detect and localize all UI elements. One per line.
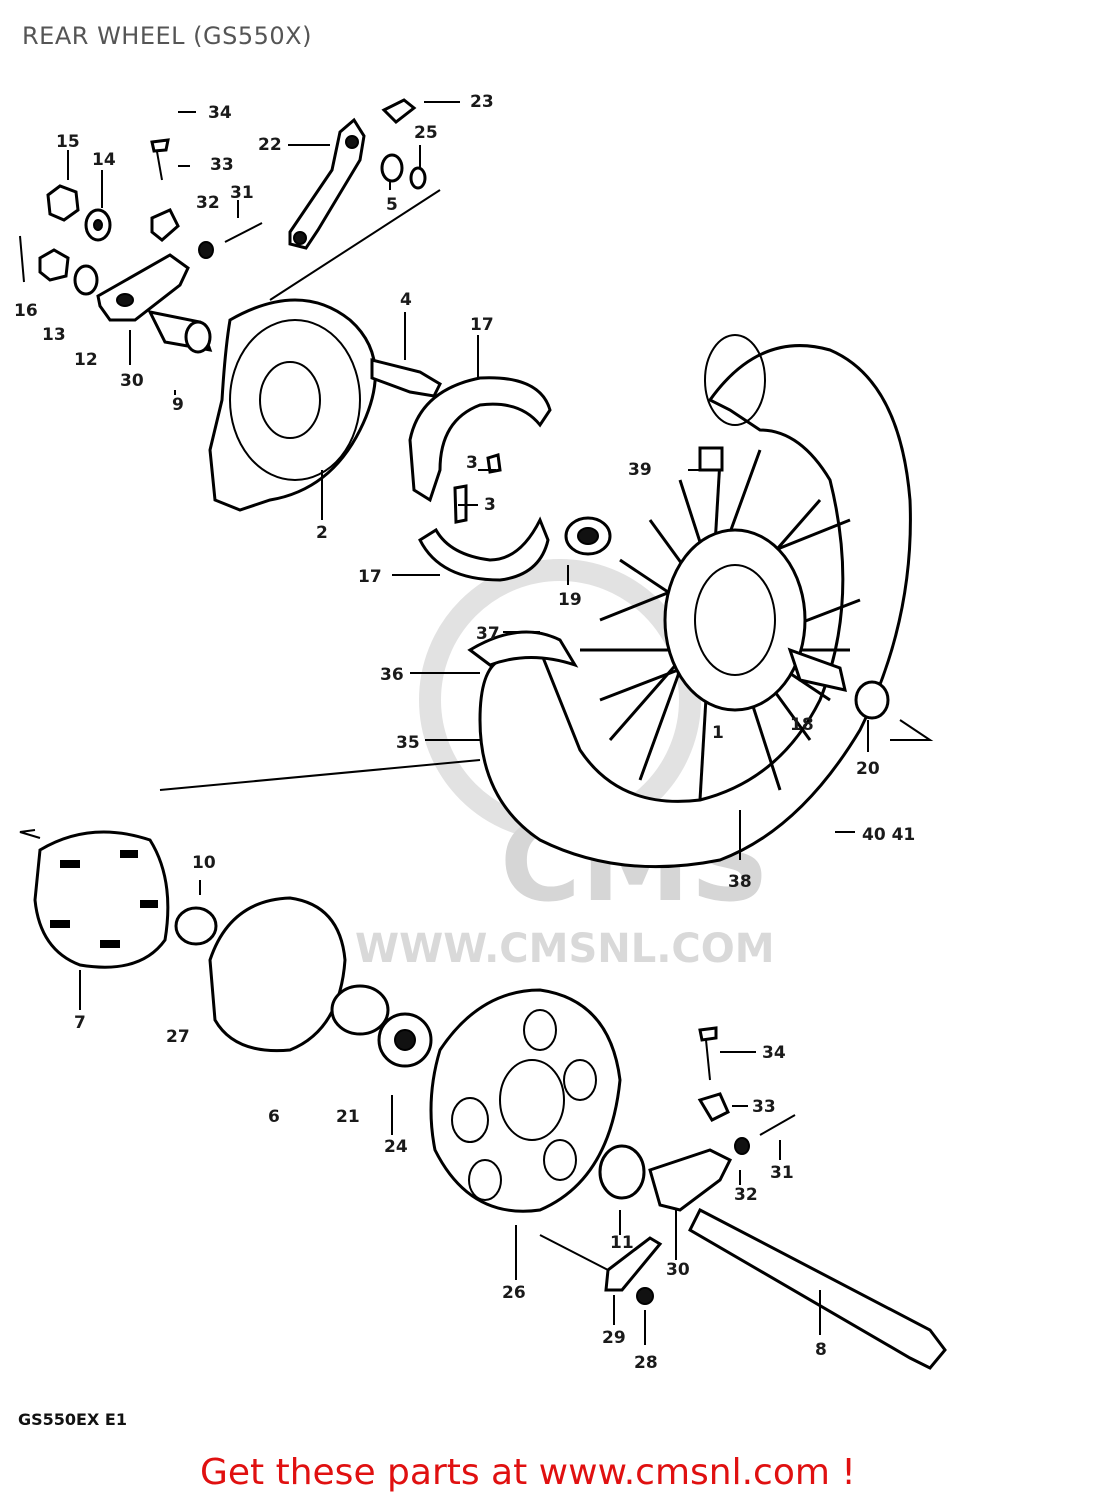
callout: 14 (92, 150, 116, 170)
callout: 37 (476, 624, 500, 644)
callout: 4 (400, 290, 412, 310)
callout: 2 (316, 523, 328, 543)
callout: 11 (610, 1233, 634, 1253)
callout: 21 (336, 1107, 360, 1127)
callout: 15 (56, 132, 80, 152)
callout: 34 (208, 103, 232, 123)
callout: 40 41 (862, 825, 915, 845)
callout: 35 (396, 733, 420, 753)
callout: 25 (414, 123, 438, 143)
callout: 1 (712, 723, 724, 743)
callout: 36 (380, 665, 404, 685)
callout: 29 (602, 1328, 626, 1348)
callout: 34 (762, 1043, 786, 1063)
callout: 5 (386, 195, 398, 215)
torque-link (288, 98, 427, 250)
callout: 33 (210, 155, 234, 175)
callout: 10 (192, 853, 216, 873)
callout: 38 (728, 872, 752, 892)
callout: 16 (14, 301, 38, 321)
callout: 7 (74, 1013, 86, 1033)
callout: 18 (790, 715, 814, 735)
callout: 28 (634, 1353, 658, 1373)
callout: 24 (384, 1137, 408, 1157)
watermark-url: WWW.CMSNL.COM (355, 926, 775, 972)
page-title: REAR WHEEL (GS550X) (22, 22, 312, 50)
callout: 17 (470, 315, 494, 335)
callout: 30 (666, 1260, 690, 1280)
wheel-assembly (467, 334, 912, 869)
callout: 8 (815, 1340, 827, 1360)
callout: 3 (484, 495, 496, 515)
callout: 12 (74, 350, 98, 370)
lower-right-hardware (598, 1026, 947, 1370)
callout: 32 (734, 1185, 758, 1205)
callout: 33 (752, 1097, 776, 1117)
callout: 27 (166, 1027, 190, 1047)
callout: 6 (268, 1107, 280, 1127)
callout: 30 (120, 371, 144, 391)
callout: 9 (172, 395, 184, 415)
callout: 23 (470, 92, 494, 112)
callout: 26 (502, 1283, 526, 1303)
callouts: 1 2 3 3 4 5 6 7 8 9 10 11 12 13 14 15 16… (14, 92, 915, 1373)
callout: 22 (258, 135, 282, 155)
callout: 32 (196, 193, 220, 213)
diagram-code: GS550EX E1 (18, 1410, 127, 1429)
callout: 13 (42, 325, 66, 345)
callout: 31 (770, 1163, 794, 1183)
callout: 39 (628, 460, 652, 480)
brake-shoes (408, 376, 612, 582)
callout: 17 (358, 567, 382, 587)
leader-lines (19, 101, 934, 1345)
callout: 20 (856, 759, 880, 779)
callout: 31 (230, 183, 254, 203)
upper-left-hardware (19, 138, 263, 354)
brake-panel (208, 298, 442, 512)
damper-hub-sprocket (33, 830, 622, 1213)
callout: 3 (466, 453, 478, 473)
get-parts-link[interactable]: Get these parts at www.cmsnl.com ! (200, 1452, 856, 1493)
callout: 19 (558, 590, 582, 610)
